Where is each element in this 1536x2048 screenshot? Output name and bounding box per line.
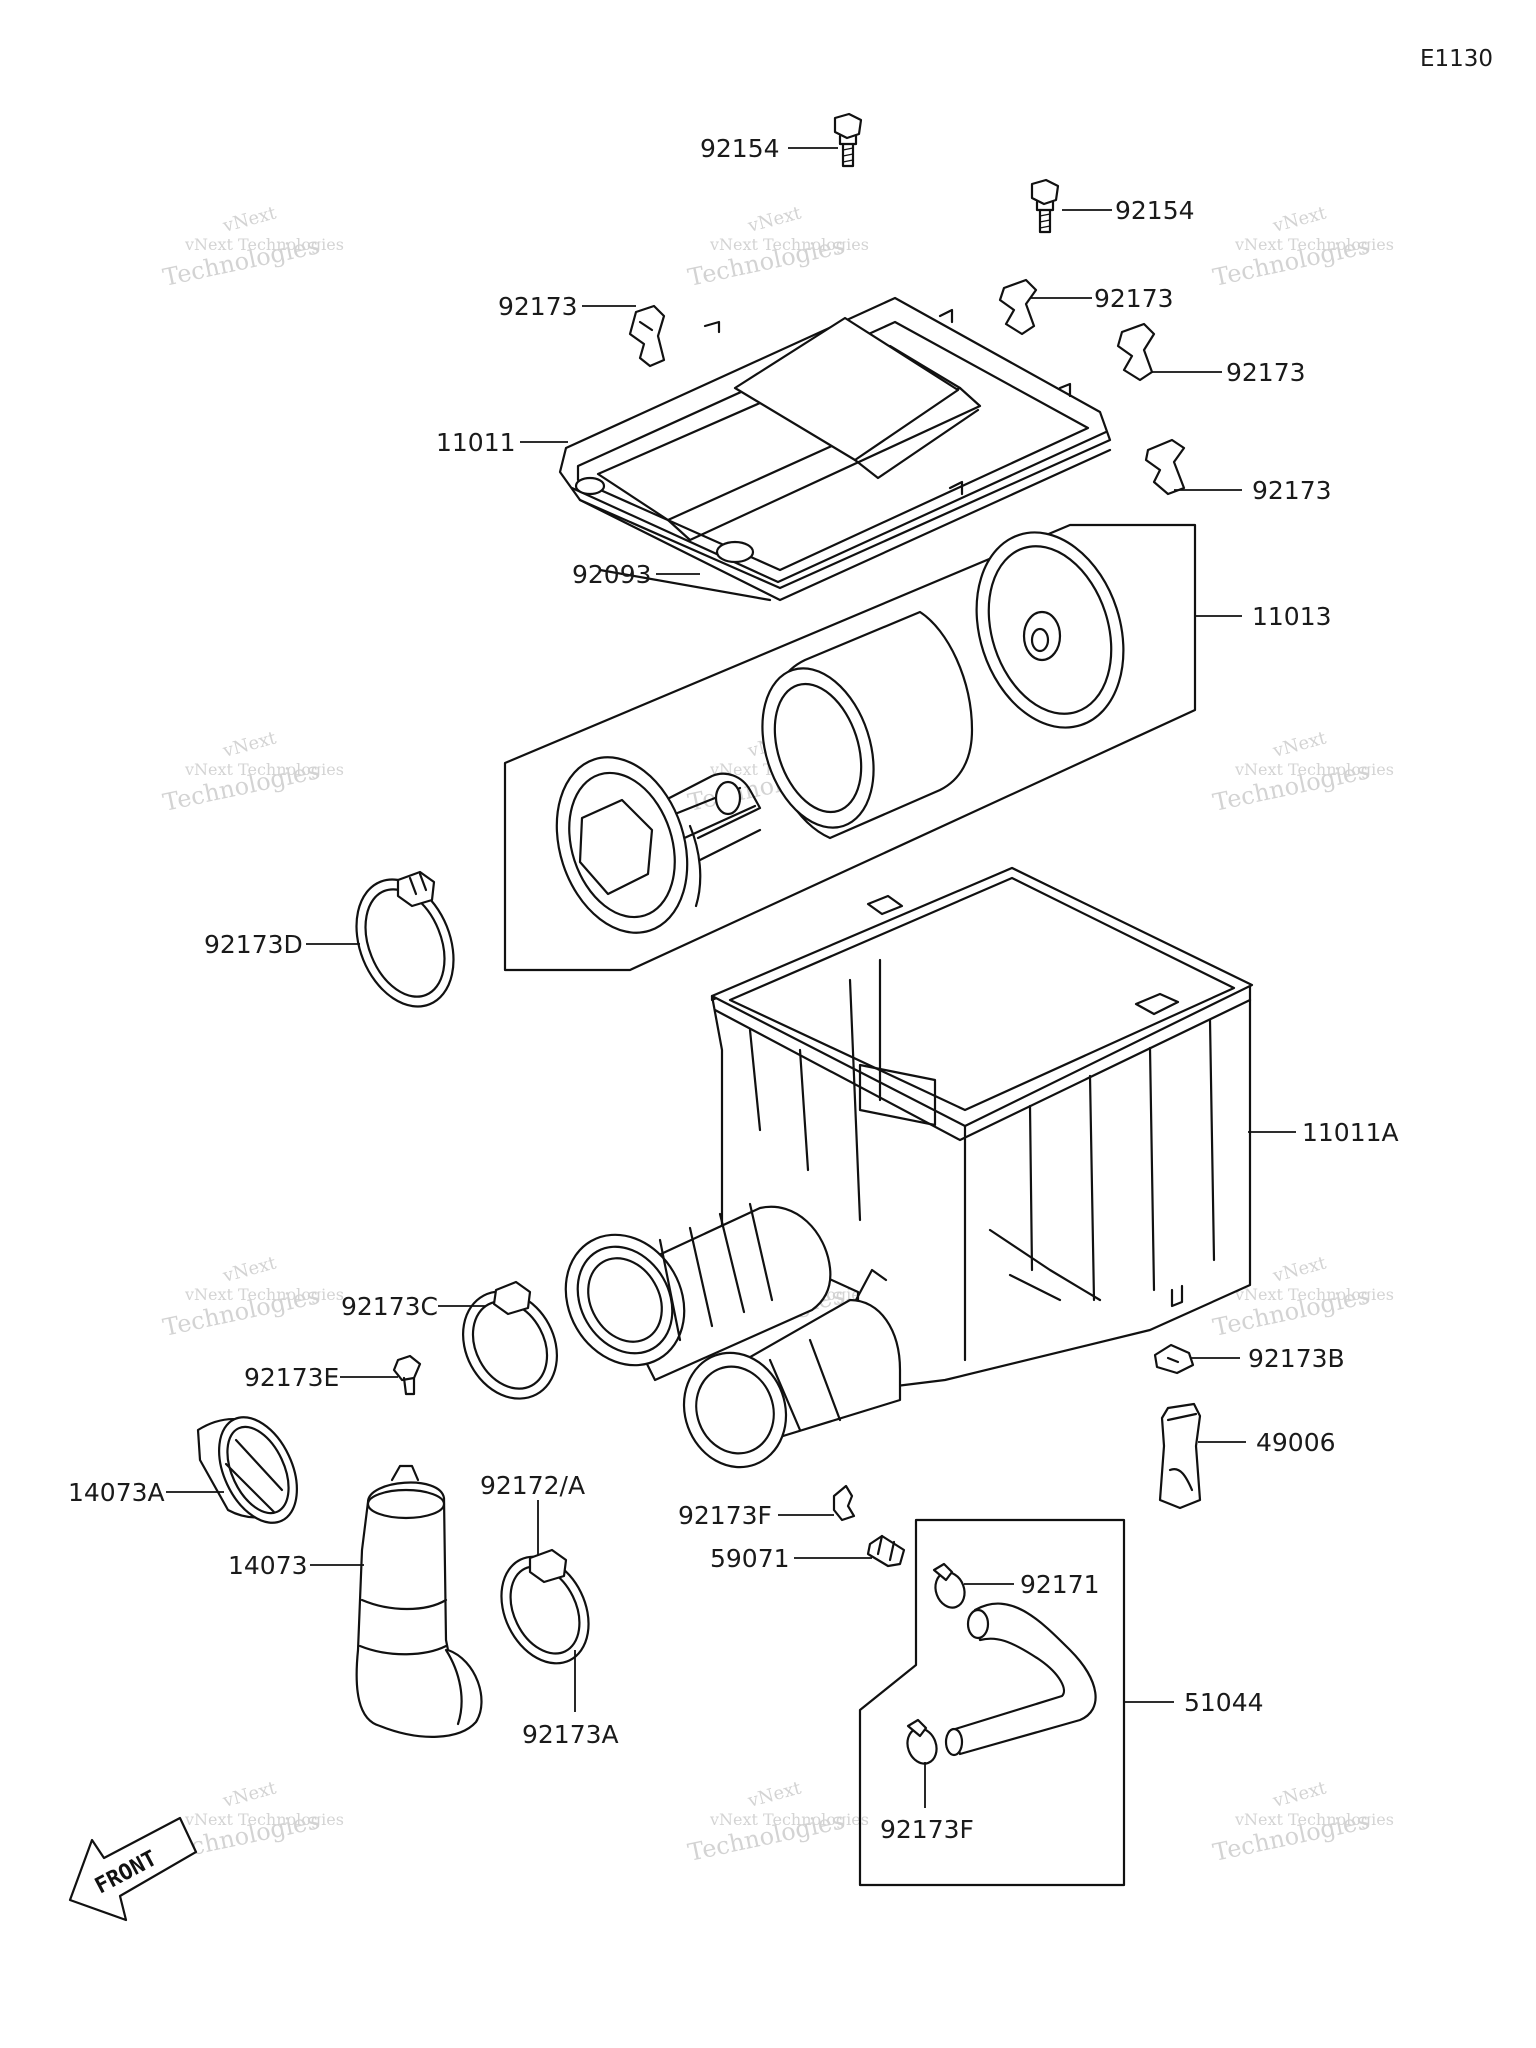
callout-92173-left[interactable]: 92173 xyxy=(498,292,578,321)
air-cleaner-cover-11011[interactable] xyxy=(558,296,1112,602)
watermark: vNext vNext Technologies Technologies xyxy=(160,727,344,816)
leader-lines xyxy=(166,147,1296,1808)
callout-11011A[interactable]: 11011A xyxy=(1302,1118,1399,1147)
callout-92173-r3[interactable]: 92173 xyxy=(1252,476,1332,505)
callout-92173D[interactable]: 92173D xyxy=(204,930,303,959)
callout-92173F-top[interactable]: 92173F xyxy=(678,1501,772,1530)
svg-text:vNext Technologies: vNext Technologies xyxy=(709,1810,869,1829)
svg-text:vNext: vNext xyxy=(1270,1777,1329,1812)
svg-text:vNext Technologies: vNext Technologies xyxy=(1234,760,1394,779)
fitting-59071[interactable] xyxy=(866,1534,906,1568)
bolt-92154-right[interactable] xyxy=(1030,178,1060,234)
svg-text:vNext Technologies: vNext Technologies xyxy=(1234,235,1394,254)
callout-92173-r1[interactable]: 92173 xyxy=(1094,284,1174,313)
watermark: vNext vNext Technologies Technologies xyxy=(1210,727,1394,816)
front-arrow: FRONT xyxy=(68,1816,198,1922)
clip-92173-r2[interactable] xyxy=(1116,322,1156,382)
callout-92173F-bottom[interactable]: 92173F xyxy=(880,1815,974,1844)
watermark: vNext vNext Technologies Technologies xyxy=(685,1777,869,1866)
callout-49006[interactable]: 49006 xyxy=(1256,1428,1336,1457)
clip-92173-left[interactable] xyxy=(628,304,666,368)
callout-92172A[interactable]: 92172/A xyxy=(480,1471,585,1500)
callout-92093[interactable]: 92093 xyxy=(572,560,652,589)
callout-11011[interactable]: 11011 xyxy=(436,428,516,457)
hose-51044[interactable] xyxy=(944,1602,1097,1757)
svg-text:vNext: vNext xyxy=(1270,1252,1329,1287)
callout-92173E[interactable]: 92173E xyxy=(244,1363,339,1392)
callout-92173-r2[interactable]: 92173 xyxy=(1226,358,1306,387)
clip-92173B[interactable] xyxy=(1153,1343,1195,1375)
callout-11013[interactable]: 11013 xyxy=(1252,602,1332,631)
clip-92171[interactable] xyxy=(931,1562,970,1612)
clip-92173-r1[interactable] xyxy=(998,278,1038,336)
svg-text:vNext Technologies: vNext Technologies xyxy=(1234,1810,1394,1829)
callout-51044[interactable]: 51044 xyxy=(1184,1688,1264,1717)
svg-text:vNext Technologies: vNext Technologies xyxy=(1234,1285,1394,1304)
hose-box-51044 xyxy=(858,1518,1126,1887)
clamp-92173D[interactable] xyxy=(339,865,472,1021)
watermark: vNext vNext Technologies Technologies xyxy=(1210,202,1394,291)
callout-92171[interactable]: 92171 xyxy=(1020,1570,1100,1599)
callout-92154-right[interactable]: 92154 xyxy=(1115,196,1195,225)
callouts: 92154 92154 92173 92173 92173 92173 1101… xyxy=(68,134,1399,1844)
intake-14073A[interactable] xyxy=(196,1405,312,1535)
drain-49006[interactable] xyxy=(1158,1402,1202,1510)
callout-92154-top[interactable]: 92154 xyxy=(700,134,780,163)
watermark: vNext vNext Technologies Technologies xyxy=(160,202,344,291)
clamp-92172A[interactable] xyxy=(484,1542,605,1678)
watermark: vNext vNext Technologies Technologies xyxy=(685,202,869,291)
svg-text:vNext: vNext xyxy=(1270,202,1329,237)
diagram-code: E1130 xyxy=(1420,46,1493,72)
intake-duct-14073[interactable] xyxy=(355,1464,483,1738)
air-cleaner-case-11011A[interactable] xyxy=(543,866,1254,1482)
watermark: vNext vNext Technologies Technologies xyxy=(1210,1777,1394,1866)
svg-text:vNext Technologies: vNext Technologies xyxy=(184,1285,344,1304)
clip-92173F-top[interactable] xyxy=(832,1484,856,1522)
svg-text:vNext: vNext xyxy=(220,1777,279,1812)
callout-92173A[interactable]: 92173A xyxy=(522,1720,619,1749)
svg-text:vNext: vNext xyxy=(1270,727,1329,762)
callout-92173C[interactable]: 92173C xyxy=(341,1292,438,1321)
svg-text:vNext Technologies: vNext Technologies xyxy=(709,235,869,254)
svg-text:vNext: vNext xyxy=(220,202,279,237)
svg-text:vNext: vNext xyxy=(745,1777,804,1812)
svg-text:vNext: vNext xyxy=(745,202,804,237)
clamp-92173C[interactable] xyxy=(445,1275,575,1415)
svg-text:vNext: vNext xyxy=(220,727,279,762)
element-box-11013 xyxy=(503,523,1197,972)
callout-14073[interactable]: 14073 xyxy=(228,1551,308,1580)
callout-92173B[interactable]: 92173B xyxy=(1248,1344,1345,1373)
element-frame[interactable] xyxy=(535,740,762,950)
svg-text:vNext Technologies: vNext Technologies xyxy=(184,235,344,254)
svg-text:vNext Technologies: vNext Technologies xyxy=(184,760,344,779)
callout-14073A[interactable]: 14073A xyxy=(68,1478,165,1507)
clip-92173-r3[interactable] xyxy=(1144,438,1186,496)
seal-92093[interactable] xyxy=(598,568,772,602)
bolt-92154-top[interactable] xyxy=(833,112,863,168)
foam-element[interactable] xyxy=(743,610,974,842)
pin-92173E[interactable] xyxy=(392,1354,422,1396)
svg-text:vNext: vNext xyxy=(220,1252,279,1287)
clip-92173F-bottom[interactable] xyxy=(903,1718,942,1768)
element-end-cap[interactable] xyxy=(953,513,1148,746)
watermark: vNext vNext Technologies Technologies xyxy=(160,1252,344,1341)
callout-59071[interactable]: 59071 xyxy=(710,1544,790,1573)
svg-text:vNext Technologies: vNext Technologies xyxy=(184,1810,344,1829)
